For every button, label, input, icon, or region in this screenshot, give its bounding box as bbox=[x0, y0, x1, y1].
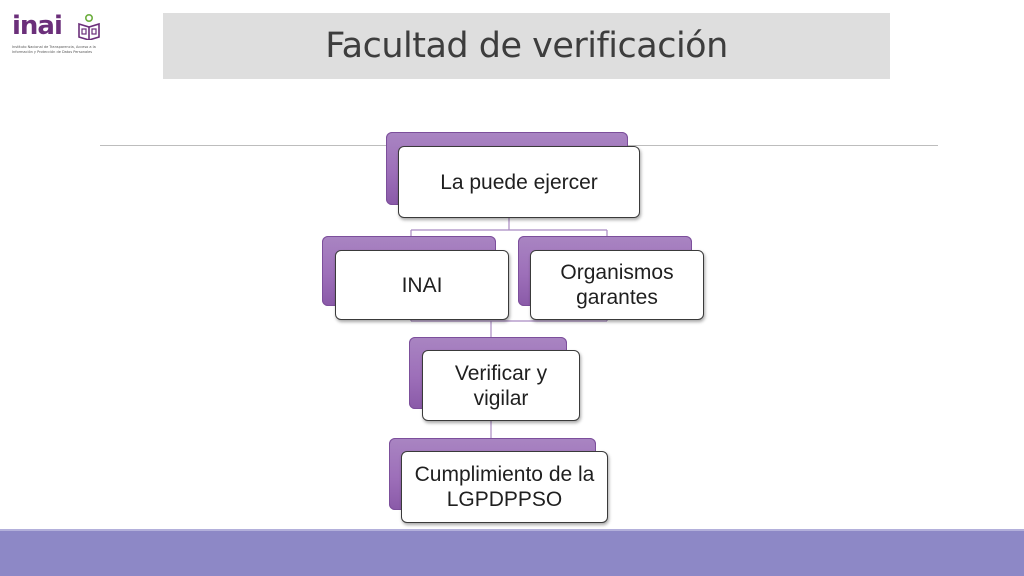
node-root: La puede ejercer bbox=[398, 146, 640, 218]
title-bar: Facultad de verificación bbox=[163, 13, 890, 79]
node-organismos: Organismos garantes bbox=[530, 250, 704, 320]
node-verificar: Verificar y vigilar bbox=[422, 350, 580, 421]
node-inai: INAI bbox=[335, 250, 509, 320]
node-cumplimiento: Cumplimiento de la LGPDPPSO bbox=[401, 451, 608, 523]
inai-logo: inai Instituto Nacional de Transparencia… bbox=[12, 12, 122, 58]
book-person-icon bbox=[78, 14, 100, 40]
logo-subtitle: Instituto Nacional de Transparencia, Acc… bbox=[12, 45, 96, 54]
logo-wordmark: inai bbox=[12, 11, 63, 41]
slide-title: Facultad de verificación bbox=[325, 26, 728, 66]
footer-band-highlight bbox=[0, 529, 1024, 532]
footer-band bbox=[0, 531, 1024, 576]
